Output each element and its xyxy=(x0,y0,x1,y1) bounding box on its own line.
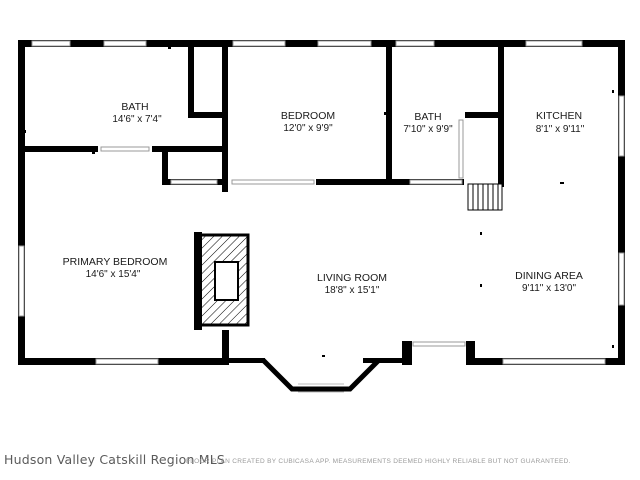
room-dims-primary-bedroom: 14'6" x 15'4" xyxy=(85,269,141,280)
markers xyxy=(24,47,614,357)
bay-window xyxy=(261,358,381,392)
floorplan-disclaimer: FLOOR PLAN CREATED BY CUBICASA APP. MEAS… xyxy=(186,458,571,465)
room-label-primary-bedroom: PRIMARY BEDROOM xyxy=(62,256,168,268)
room-dims-dining-area: 9'11" x 13'0" xyxy=(521,283,577,294)
room-dims-bedroom: 12'0" x 9'9" xyxy=(283,123,333,134)
windows xyxy=(18,40,625,365)
room-label-bath-2: BATH xyxy=(414,111,442,123)
interior-walls xyxy=(18,47,504,192)
room-label-dining-area: DINING AREA xyxy=(515,270,583,282)
room-dims-living-room: 18'8" x 15'1" xyxy=(324,285,380,296)
room-label-kitchen: KITCHEN xyxy=(535,110,583,122)
room-label-bath: BATH xyxy=(121,101,149,113)
room-label-bedroom: BEDROOM xyxy=(280,110,336,122)
exterior-walls xyxy=(18,40,625,365)
room-dims-bath: 14'6" x 7'4" xyxy=(112,114,162,125)
room-label-living-room: LIVING ROOM xyxy=(316,272,388,284)
mls-watermark: Hudson Valley Catskill Region MLS xyxy=(4,452,226,467)
room-dims-kitchen: 8'1" x 9'11" xyxy=(535,124,585,135)
room-dims-bath-2: 7'10" x 9'9" xyxy=(403,124,453,135)
fireplace xyxy=(194,232,250,330)
stairs xyxy=(467,183,503,211)
